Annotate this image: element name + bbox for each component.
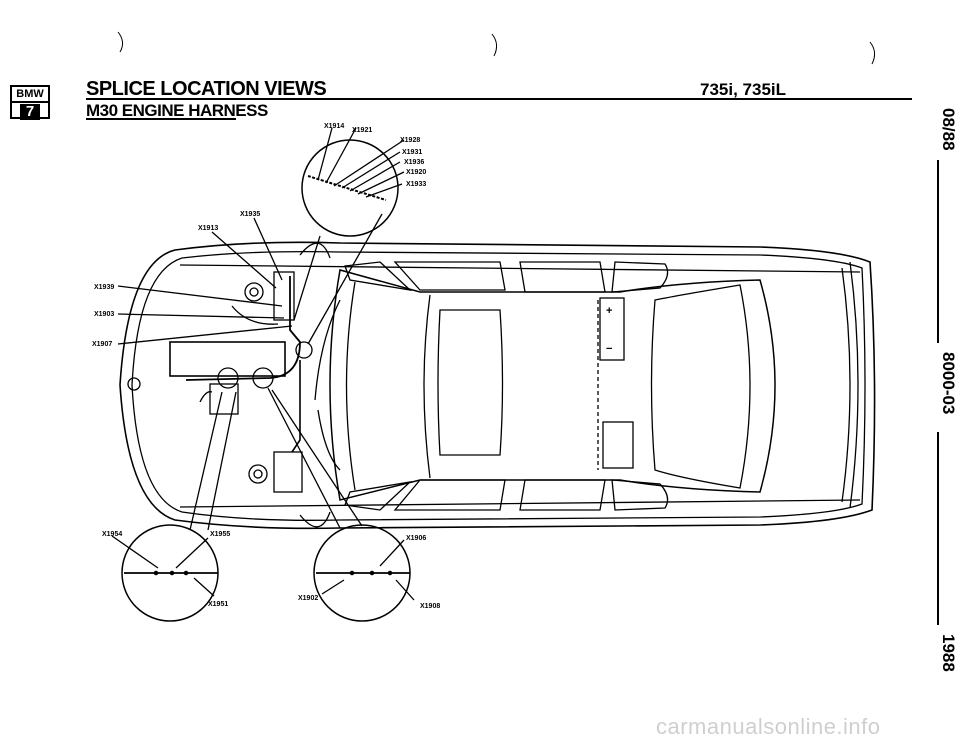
label-x1907: X1907 (92, 341, 112, 348)
label-x1928: X1928 (400, 137, 420, 144)
harness-wire (185, 276, 301, 381)
relay-box (273, 451, 303, 493)
header-rule (86, 98, 912, 100)
label-x1933: X1933 (406, 181, 426, 188)
trunk-box (602, 421, 634, 469)
battery-minus: − (606, 343, 612, 355)
label-x1954: X1954 (102, 531, 122, 538)
label-x1931: X1931 (402, 149, 422, 156)
fuse-box (273, 271, 295, 321)
label-x1935: X1935 (240, 211, 260, 218)
watermark: carmanualsonline.info (656, 714, 881, 739)
splice-detail-bottom-right (267, 387, 415, 622)
subtitle-rule (86, 118, 236, 120)
label-x1951: X1951 (208, 601, 228, 608)
headlight-marker (127, 377, 141, 391)
label-x1906: X1906 (406, 535, 426, 542)
label-x1936: X1936 (404, 159, 424, 166)
leader-lines (117, 217, 293, 345)
battery-plus: + (606, 305, 612, 317)
splice-detail-bottom-left (111, 391, 237, 622)
bmw-7-logo: BMW 7 (10, 85, 50, 120)
label-x1902: X1902 (298, 595, 318, 602)
air-filter (209, 383, 239, 415)
page-title: SPLICE LOCATION VIEWS (86, 78, 327, 100)
side-line-1 (937, 160, 939, 343)
engine-bay (127, 271, 313, 493)
side-line-2 (937, 432, 939, 625)
harness-ring-3 (295, 341, 313, 359)
scan-mark (869, 41, 876, 65)
logo-text: BMW (12, 87, 48, 103)
label-x1939: X1939 (94, 284, 114, 291)
model-label: 735i, 735iL (700, 80, 787, 99)
strut-top-left (244, 282, 264, 302)
label-x1913: X1913 (198, 225, 218, 232)
leader-top-circle (293, 235, 321, 321)
label-x1920: X1920 (406, 169, 426, 176)
strut-top-right (248, 464, 268, 484)
page-subtitle: M30 ENGINE HARNESS (86, 101, 268, 120)
splice-detail-top (293, 127, 405, 345)
label-x1908: X1908 (420, 603, 440, 610)
label-x1921: X1921 (352, 127, 372, 134)
label-x1903: X1903 (94, 311, 114, 318)
engine-block (169, 341, 286, 377)
trunk-components: + − (597, 297, 634, 470)
car-cabin (314, 261, 776, 511)
label-x1914: X1914 (324, 123, 344, 130)
car-outline (119, 241, 876, 530)
label-x1955: X1955 (210, 531, 230, 538)
logo-number: 7 (20, 104, 40, 120)
battery (599, 297, 625, 361)
scan-mark (491, 33, 498, 57)
scan-mark (117, 31, 124, 53)
